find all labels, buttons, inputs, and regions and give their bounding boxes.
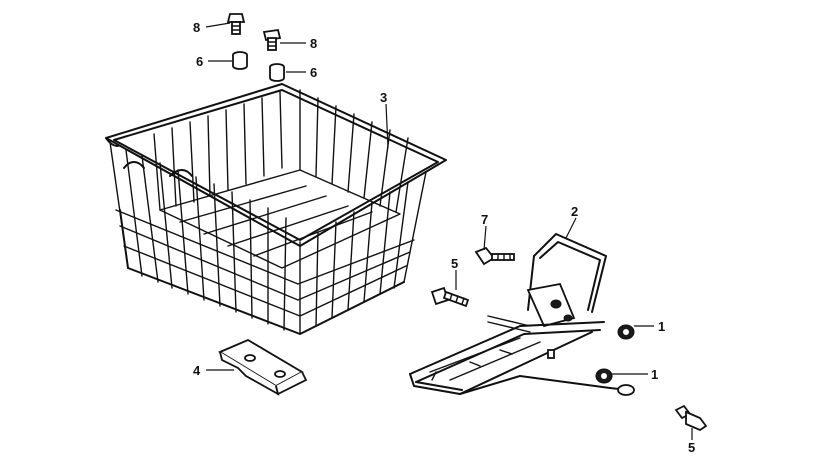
basket [105, 83, 447, 335]
callout-2: 2 [571, 204, 578, 219]
callout-5b: 5 [688, 440, 695, 455]
callout-3: 3 [380, 90, 387, 105]
callout-8b: 8 [310, 36, 317, 51]
leader-lines [205, 22, 693, 440]
nut-1b [595, 368, 613, 384]
collar-6a [232, 51, 248, 70]
callout-5a: 5 [451, 256, 458, 271]
plate-4 [218, 338, 308, 396]
collar-6b [269, 63, 285, 82]
bolt-5a [430, 286, 470, 308]
bolt-5b [674, 404, 708, 432]
callout-6b: 6 [310, 65, 317, 80]
callout-7: 7 [481, 212, 488, 227]
bracket-2 [409, 233, 635, 396]
callout-1a: 1 [658, 319, 665, 334]
bolt-8b [262, 28, 282, 51]
bolt-8a [226, 13, 246, 35]
callout-8a: 8 [193, 20, 200, 35]
nut-1a [617, 324, 635, 340]
callout-4: 4 [193, 363, 201, 378]
bolt-7 [474, 246, 515, 266]
callout-6a: 6 [196, 54, 203, 69]
callout-1b: 1 [651, 367, 658, 382]
